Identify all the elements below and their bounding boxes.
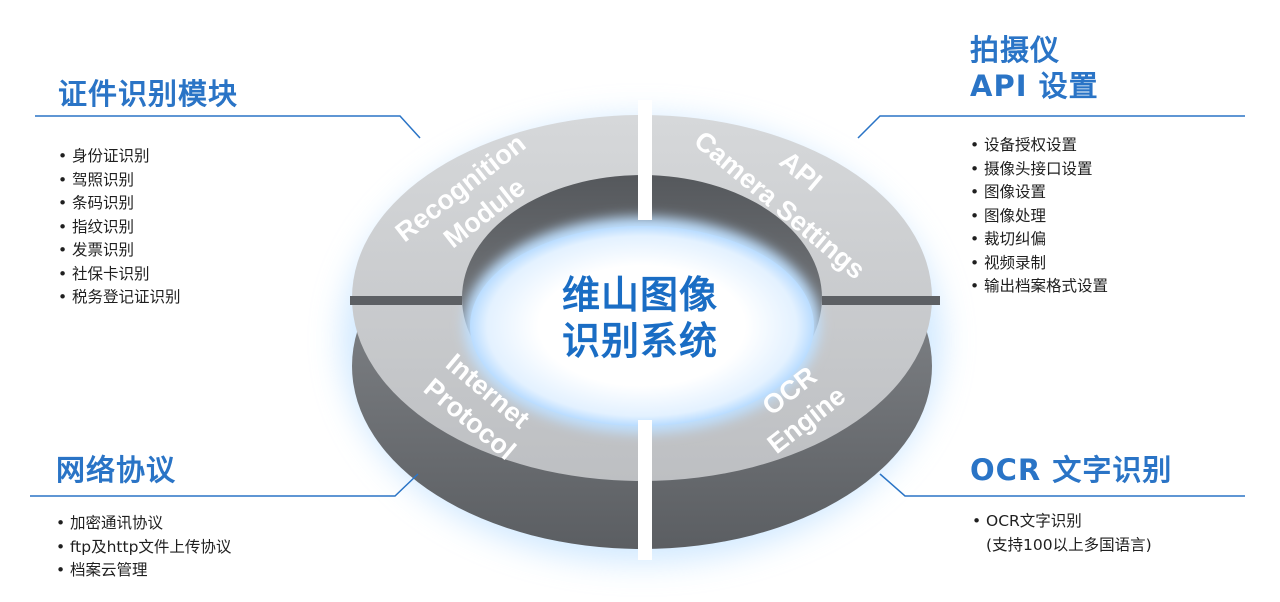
- list-item: 摄像头接口设置: [970, 158, 1108, 182]
- list-item: 设备授权设置: [970, 134, 1108, 158]
- list-item: 输出档案格式设置: [970, 275, 1108, 299]
- list-item: 驾照识别: [58, 169, 181, 193]
- list-network: 加密通讯协议 ftp及http文件上传协议 档案云管理: [56, 512, 231, 583]
- list-item: 图像设置: [970, 181, 1108, 205]
- list-item: 加密通讯协议: [56, 512, 231, 536]
- list-item: 发票识别: [58, 239, 181, 263]
- center-title-line1: 维山图像: [561, 273, 718, 317]
- divider-left: [350, 296, 462, 305]
- list-item: 档案云管理: [56, 559, 231, 583]
- list-item: 条码识别: [58, 192, 181, 216]
- section-title-ocr: OCR 文字识别: [970, 453, 1173, 487]
- list-item: 视频录制: [970, 252, 1108, 276]
- line-top-right: [857, 115, 1245, 139]
- list-item: 图像处理: [970, 205, 1108, 229]
- list-item: 裁切纠偏: [970, 228, 1108, 252]
- list-item: 税务登记证识别: [58, 286, 181, 310]
- list-item: 身份证识别: [58, 145, 181, 169]
- section-title-network: 网络协议: [56, 453, 177, 487]
- center-title: 维山图像 识别系统: [540, 272, 740, 364]
- section-title-camera-line2: API 设置: [970, 69, 1099, 103]
- line-bottom-left: [30, 473, 419, 497]
- gap-vertical-top: [638, 100, 652, 220]
- section-title-camera: 拍摄仪 API 设置: [970, 32, 1099, 104]
- list-item: OCR文字识别: [972, 510, 1152, 534]
- divider-right: [822, 296, 940, 305]
- section-title-id-recognition: 证件识别模块: [58, 77, 239, 111]
- gap-vertical-bottom: [638, 420, 652, 560]
- list-item: 社保卡识别: [58, 263, 181, 287]
- center-title-line2: 识别系统: [561, 319, 718, 363]
- list-ocr: OCR文字识别 (支持100以上多国语言): [972, 510, 1152, 557]
- list-item: 指纹识别: [58, 216, 181, 240]
- line-bottom-right: [879, 473, 1245, 497]
- list-id-recognition: 身份证识别 驾照识别 条码识别 指纹识别 发票识别 社保卡识别 税务登记证识别: [58, 145, 181, 310]
- line-top-left: [35, 115, 421, 139]
- ring-hole: [470, 226, 814, 426]
- list-item: ftp及http文件上传协议: [56, 536, 231, 560]
- list-item-note: (支持100以上多国语言): [986, 535, 1152, 554]
- list-camera-settings: 设备授权设置 摄像头接口设置 图像设置 图像处理 裁切纠偏 视频录制 输出档案格…: [970, 134, 1108, 299]
- section-title-camera-line1: 拍摄仪: [970, 33, 1061, 67]
